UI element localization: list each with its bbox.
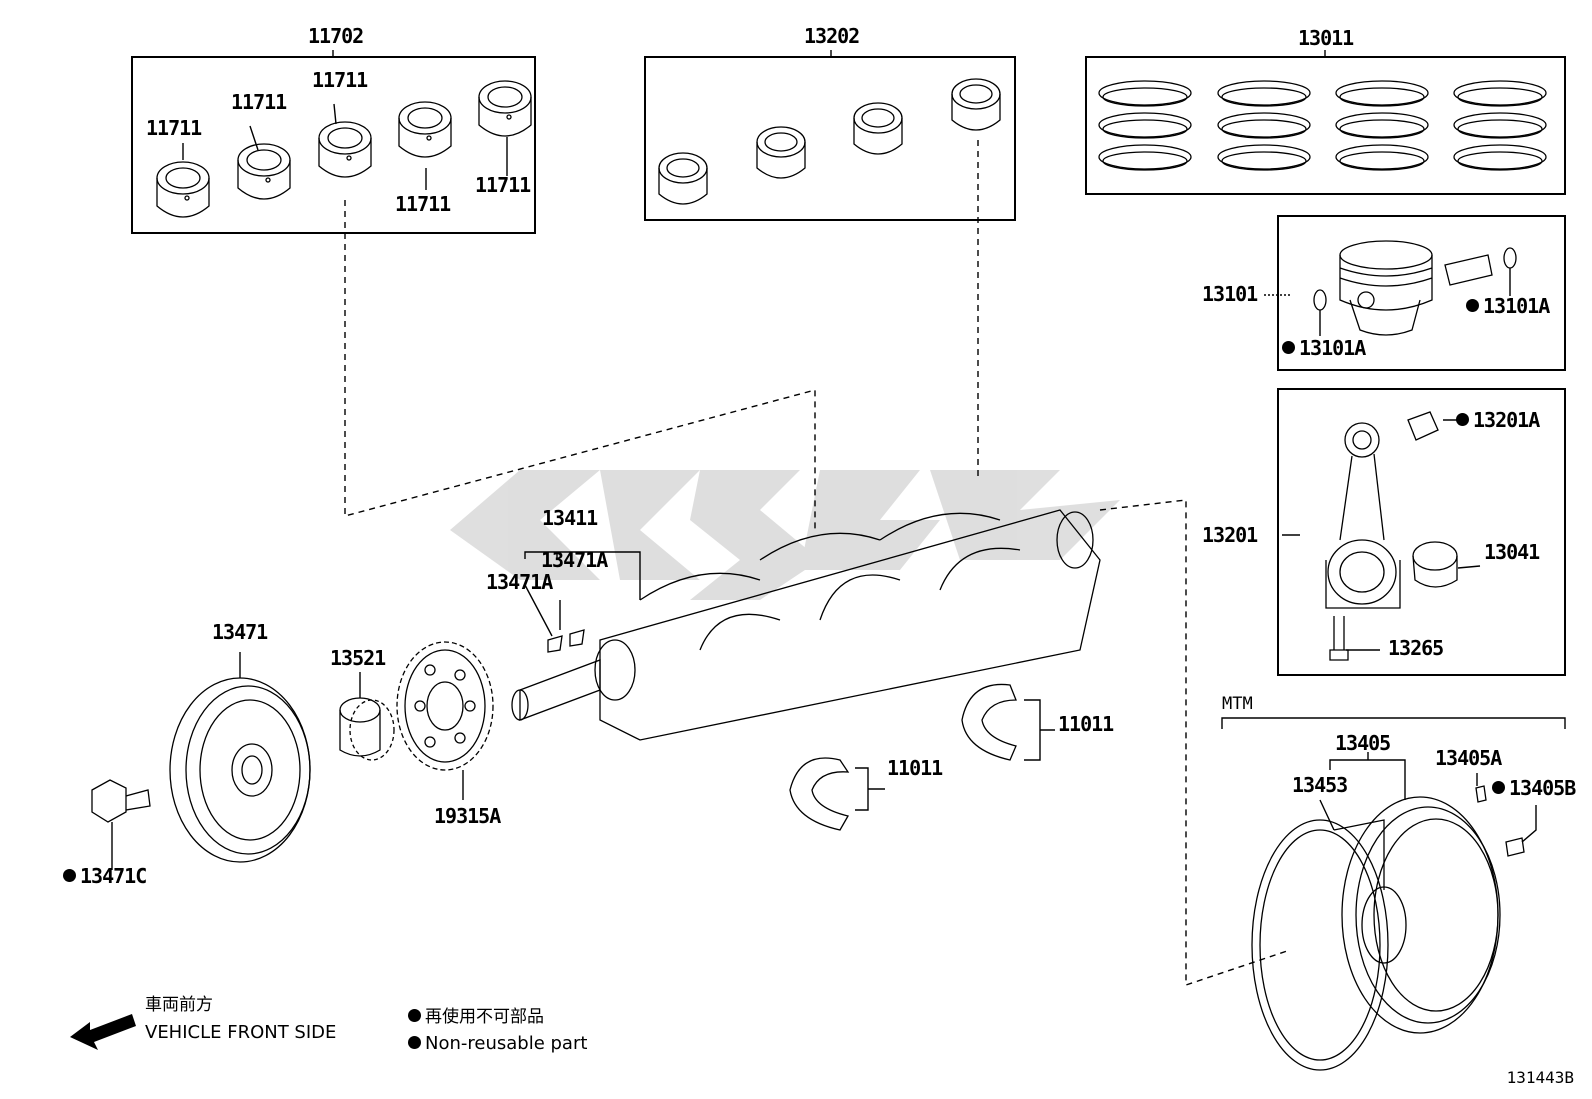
part-label-11711[interactable]: 11711 <box>146 116 202 140</box>
part-label-13201A[interactable]: 13201A <box>1456 408 1540 432</box>
part-label-13471A[interactable]: 13471A <box>486 570 553 594</box>
filled-circle-icon <box>408 1035 421 1049</box>
filled-circle-icon <box>63 869 76 882</box>
filled-circle-icon <box>1466 299 1479 312</box>
part-label-13471[interactable]: 13471 <box>212 620 268 644</box>
crank-pulley-drawing[interactable] <box>169 677 311 863</box>
piston-ring-set-box <box>1085 56 1566 195</box>
part-label-19315A[interactable]: 19315A <box>434 804 501 828</box>
legend-text: 再使用不可部品 <box>425 1007 544 1027</box>
filled-circle-icon <box>408 1008 421 1022</box>
part-label-13411[interactable]: 13411 <box>542 506 598 530</box>
part-number: 13471C <box>80 864 147 888</box>
flywheel-drawing[interactable] <box>1251 785 1525 1071</box>
rod-bearing-set-box <box>644 56 1016 221</box>
piston-drawing[interactable] <box>1313 240 1517 336</box>
part-label-13101A[interactable]: 13101A <box>1282 336 1366 360</box>
part-label-13041[interactable]: 13041 <box>1484 540 1540 564</box>
part-label-11011[interactable]: 11011 <box>1058 712 1114 736</box>
nonreusable-legend: Non-reusable part <box>408 1035 587 1053</box>
part-label-11711[interactable]: 11711 <box>231 90 287 114</box>
part-number: 13405B <box>1509 776 1576 800</box>
part-label-13453[interactable]: 13453 <box>1292 773 1348 797</box>
part-label-13405B[interactable]: 13405B <box>1492 776 1576 800</box>
piston-ring-group[interactable] <box>1098 80 1547 171</box>
thrust-washer-group[interactable] <box>789 683 1017 831</box>
part-label-11711[interactable]: 11711 <box>395 192 451 216</box>
part-label-11011[interactable]: 11011 <box>887 756 943 780</box>
filled-circle-icon <box>1282 341 1295 354</box>
part-label-13011[interactable]: 13011 <box>1298 26 1354 50</box>
timing-gear-drawing[interactable] <box>396 641 494 771</box>
piston-box <box>1277 215 1566 371</box>
part-label-13405A[interactable]: 13405A <box>1435 746 1502 770</box>
rod-bearing-group[interactable] <box>658 78 1001 205</box>
part-label-13471C[interactable]: 13471C <box>63 864 147 888</box>
part-label-13202[interactable]: 13202 <box>804 24 860 48</box>
part-label-13101[interactable]: 13101 <box>1202 282 1258 306</box>
crankshaft-drawing[interactable] <box>511 509 1101 741</box>
part-label-13265[interactable]: 13265 <box>1388 636 1444 660</box>
connecting-rod-box <box>1277 388 1566 676</box>
part-number: 13101A <box>1483 294 1550 318</box>
part-label-13521[interactable]: 13521 <box>330 646 386 670</box>
part-label-13101A[interactable]: 13101A <box>1466 294 1550 318</box>
filled-circle-icon <box>1456 413 1469 426</box>
connecting-rod-drawing[interactable] <box>1325 411 1458 661</box>
part-label-13405[interactable]: 13405 <box>1335 731 1391 755</box>
part-label-11711[interactable]: 11711 <box>475 173 531 197</box>
part-label-11702[interactable]: 11702 <box>308 24 364 48</box>
arrow-left-icon <box>70 1014 136 1050</box>
variant-label-mtm: MTM <box>1222 694 1253 714</box>
crankshaft-key-group[interactable] <box>547 629 585 653</box>
crankshaft-bearing-group[interactable] <box>156 80 532 218</box>
part-label-13471A[interactable]: 13471A <box>541 548 608 572</box>
filled-circle-icon <box>1492 781 1505 794</box>
crank-timing-sprocket-drawing[interactable] <box>339 697 395 761</box>
part-number: 13101A <box>1299 336 1366 360</box>
part-label-13201[interactable]: 13201 <box>1202 523 1258 547</box>
nonreusable-legend-jp: 再使用不可部品 <box>408 1007 544 1027</box>
pulley-bolt-drawing[interactable] <box>91 779 151 823</box>
part-label-11711[interactable]: 11711 <box>312 68 368 92</box>
vehicle-front-side-label: VEHICLE FRONT SIDE <box>145 1022 337 1043</box>
vehicle-front-side-label-jp: 車両前方 <box>145 995 213 1015</box>
diagram-id: 131443B <box>1506 1068 1574 1087</box>
legend-text: Non-reusable part <box>425 1033 588 1054</box>
part-number: 13201A <box>1473 408 1540 432</box>
